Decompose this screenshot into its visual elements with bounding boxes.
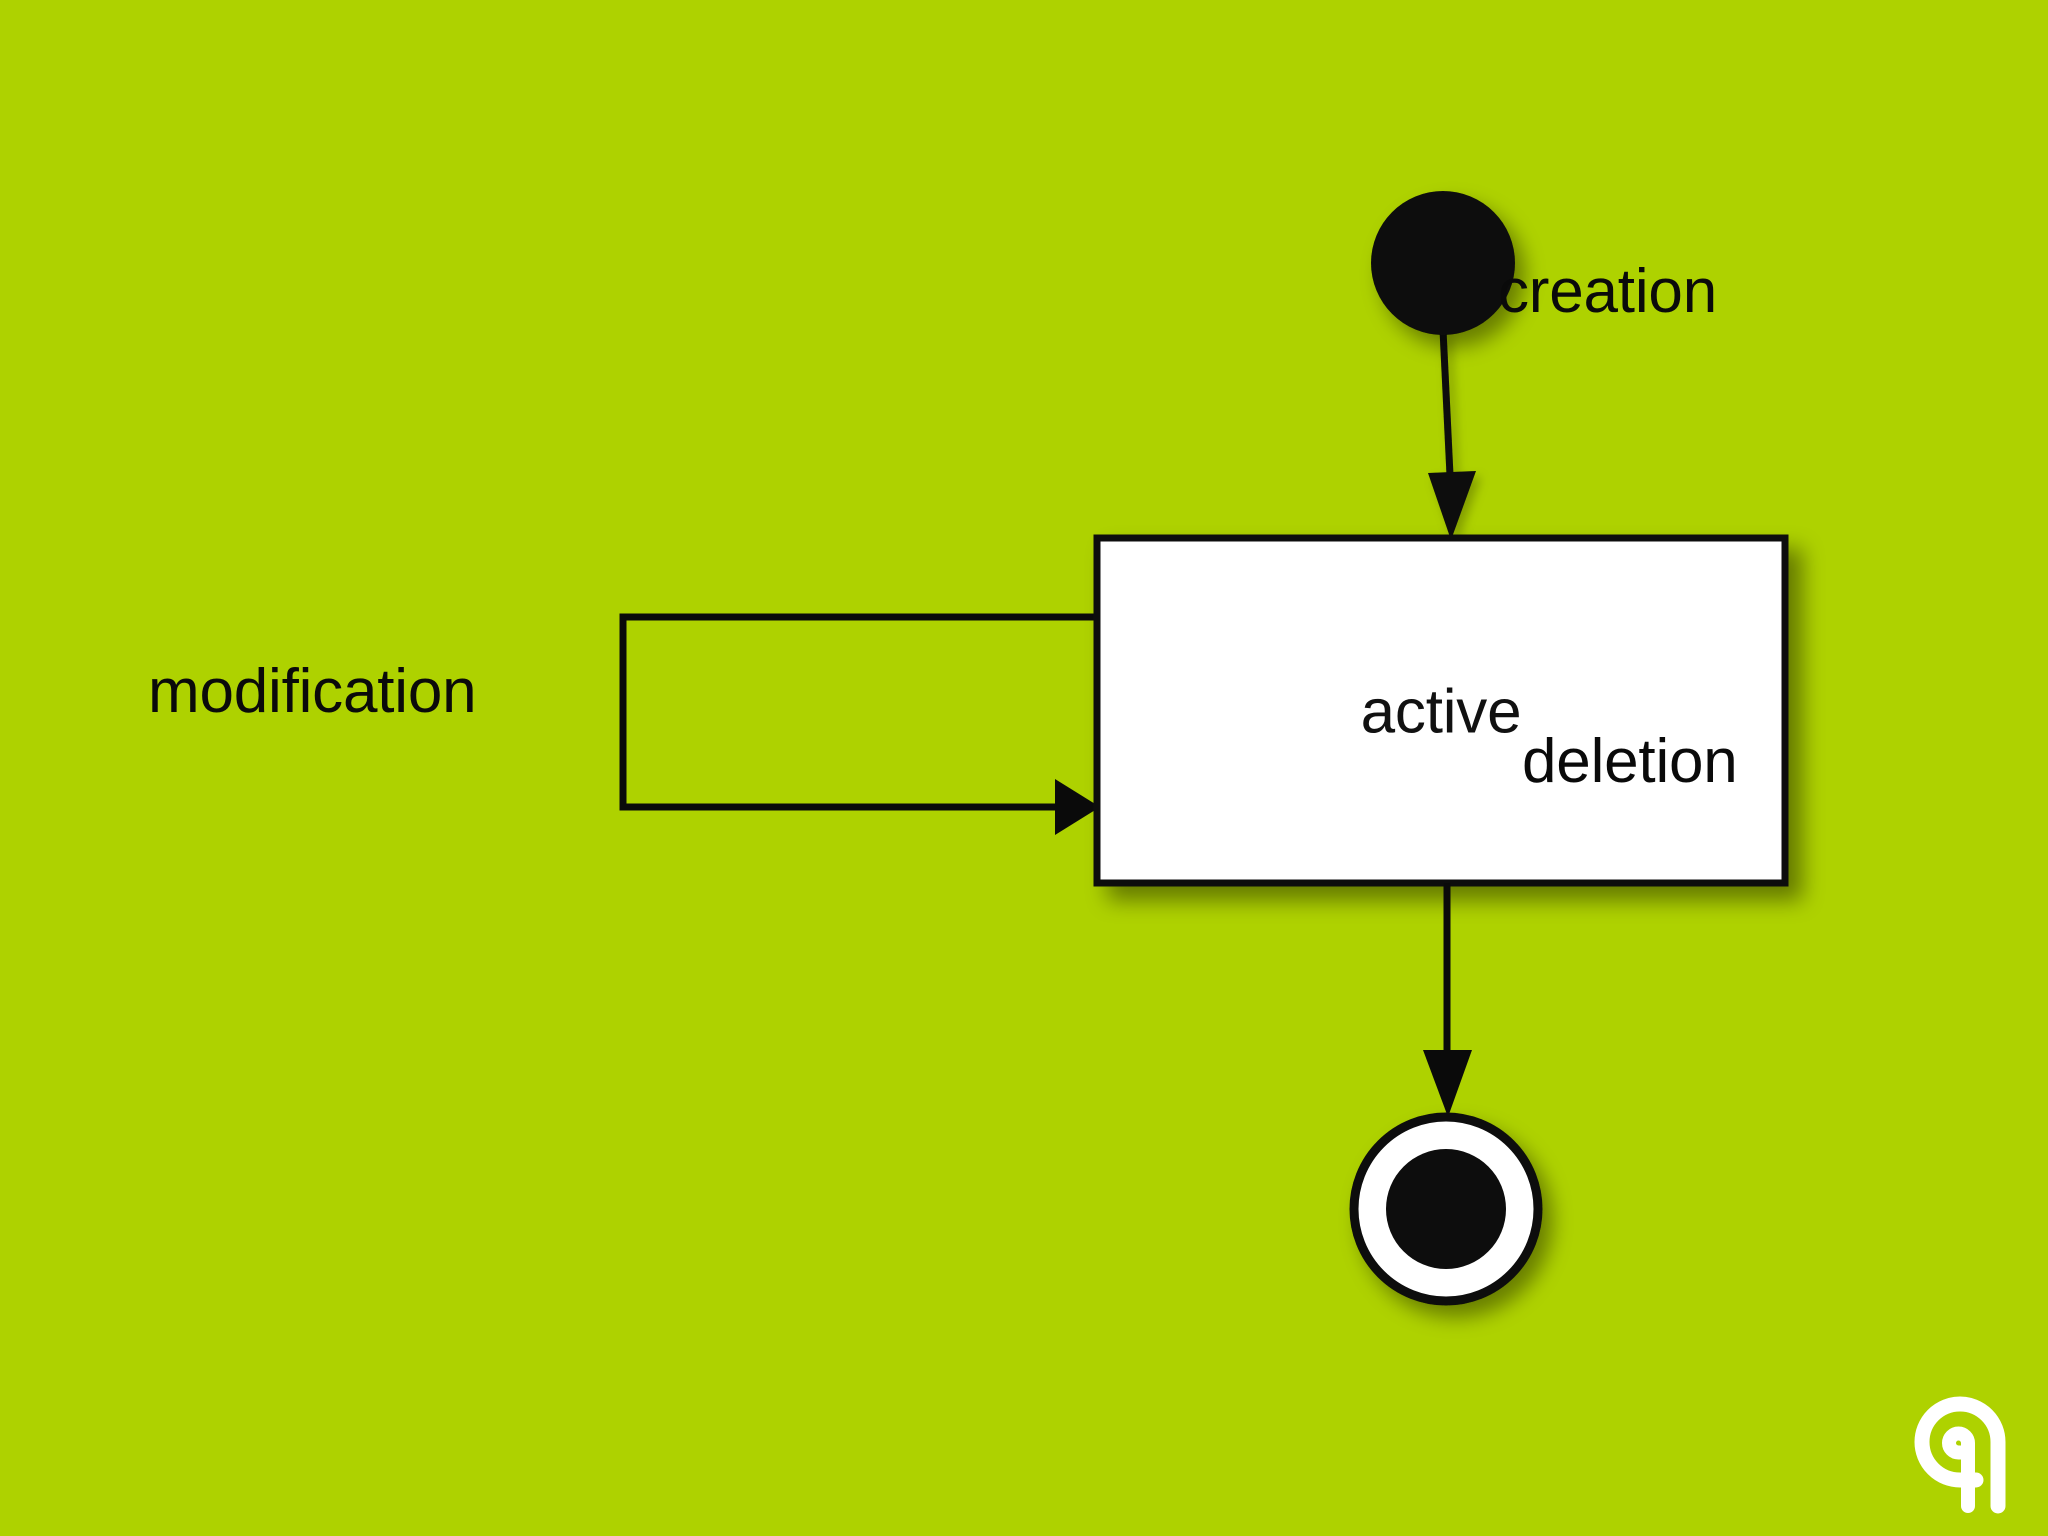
final-state-node[interactable] (1349, 1112, 1543, 1306)
deletion-arrow-head (1423, 1050, 1472, 1117)
modification-loop-path (619, 613, 1110, 811)
a-spiral-logo (1914, 1396, 2006, 1514)
creation-arrow-shaft (1439, 329, 1454, 476)
initial-state-circle (1371, 191, 1515, 335)
transition-label-modification: modification (148, 657, 476, 726)
logo-inner-arch (1942, 1426, 1975, 1513)
creation-arrow-head (1428, 471, 1476, 540)
active-state-box-surface (1100, 541, 1782, 880)
modification-arrow-head (1055, 779, 1100, 835)
state-node-active[interactable]: active (1093, 534, 1789, 887)
initial-state-node[interactable] (1371, 191, 1515, 335)
logo-outer-arch (1914, 1396, 2006, 1514)
active-state-label: active (1361, 678, 1522, 747)
transition-modification (619, 613, 1110, 835)
transition-creation (1428, 329, 1476, 540)
final-state-inner-disc (1386, 1149, 1506, 1269)
transition-label-creation: creation (1498, 257, 1717, 326)
transition-deletion (1423, 883, 1472, 1117)
transition-label-deletion: deletion (1522, 727, 1738, 796)
